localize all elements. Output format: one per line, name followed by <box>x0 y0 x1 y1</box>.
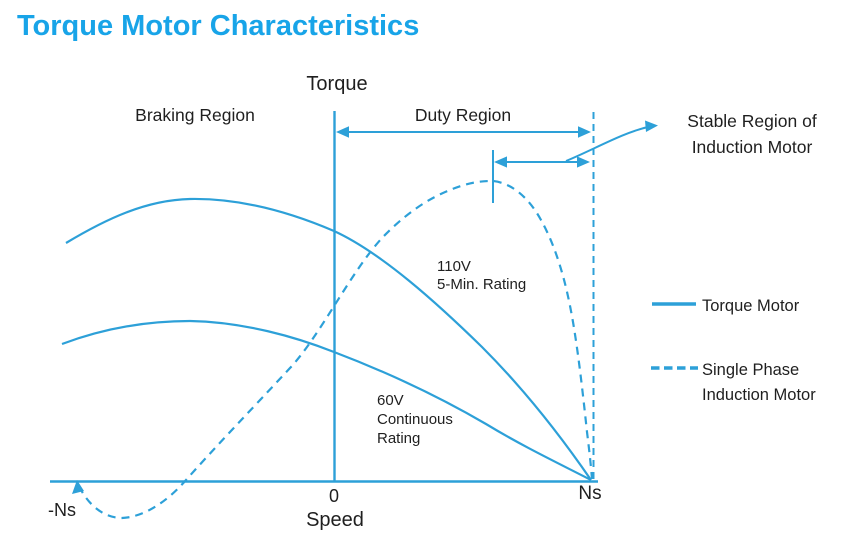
y-axis-title: Torque <box>306 73 368 95</box>
legend-label-induction-motor: Single Phase Induction Motor <box>702 361 816 404</box>
induction-motor-curve <box>78 179 594 520</box>
tick-zero: 0 <box>328 486 339 506</box>
duty-region-arrow-left-head <box>336 126 349 138</box>
page-title: Torque Motor Characteristics <box>17 10 420 42</box>
stable-region-callout-arrow-head <box>645 120 658 132</box>
stable-region-arrow-right-head <box>577 156 590 168</box>
legend-label-torque-motor: Torque Motor <box>702 297 800 315</box>
tick-neg-ns: -Ns <box>48 500 76 520</box>
stable-region-arrow-left-head <box>494 156 507 168</box>
stable-region-label: Stable Region of Induction Motor <box>687 111 817 157</box>
induction-curve-arrowhead <box>72 480 84 494</box>
torque-curve-110v <box>65 197 592 481</box>
torque-curve-60v <box>61 319 592 481</box>
duty-region-arrow-right-head <box>578 126 591 138</box>
curve-label-110v: 110V 5-Min. Rating <box>437 258 527 293</box>
x-axis-title: Speed <box>306 509 364 531</box>
braking-region-label: Braking Region <box>135 105 255 125</box>
stable-region-callout-arrow <box>565 126 649 162</box>
curve-label-60v: 60V Continuous Rating <box>377 392 453 447</box>
tick-ns: Ns <box>578 483 602 504</box>
duty-region-label: Duty Region <box>414 105 512 125</box>
